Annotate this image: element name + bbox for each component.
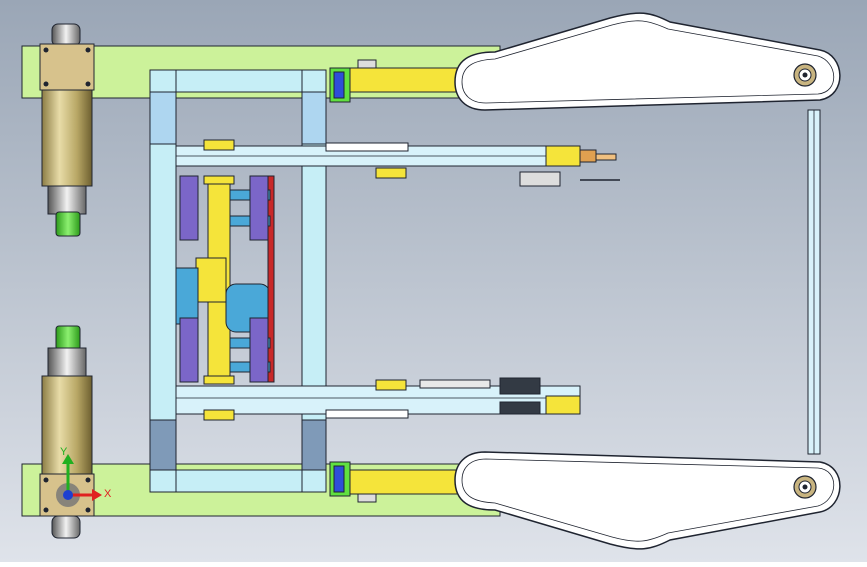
arm-bottom[interactable] bbox=[454, 451, 841, 550]
x-axis-label: X bbox=[104, 488, 112, 500]
y-axis-label: Y bbox=[60, 446, 68, 458]
axis-triad: Y X bbox=[56, 446, 112, 507]
link-bar-top[interactable] bbox=[329, 59, 461, 103]
carriage-assembly[interactable] bbox=[175, 175, 275, 385]
frame[interactable] bbox=[149, 69, 327, 493]
arm-top[interactable] bbox=[454, 12, 841, 111]
linear-rail-bottom[interactable] bbox=[175, 377, 581, 421]
z-axis-dot bbox=[63, 490, 73, 500]
link-bar-bottom[interactable] bbox=[329, 461, 461, 503]
cylinder-top-left[interactable] bbox=[39, 23, 95, 237]
linear-rail-top[interactable] bbox=[175, 139, 620, 187]
tie-rod-right[interactable] bbox=[807, 109, 821, 455]
